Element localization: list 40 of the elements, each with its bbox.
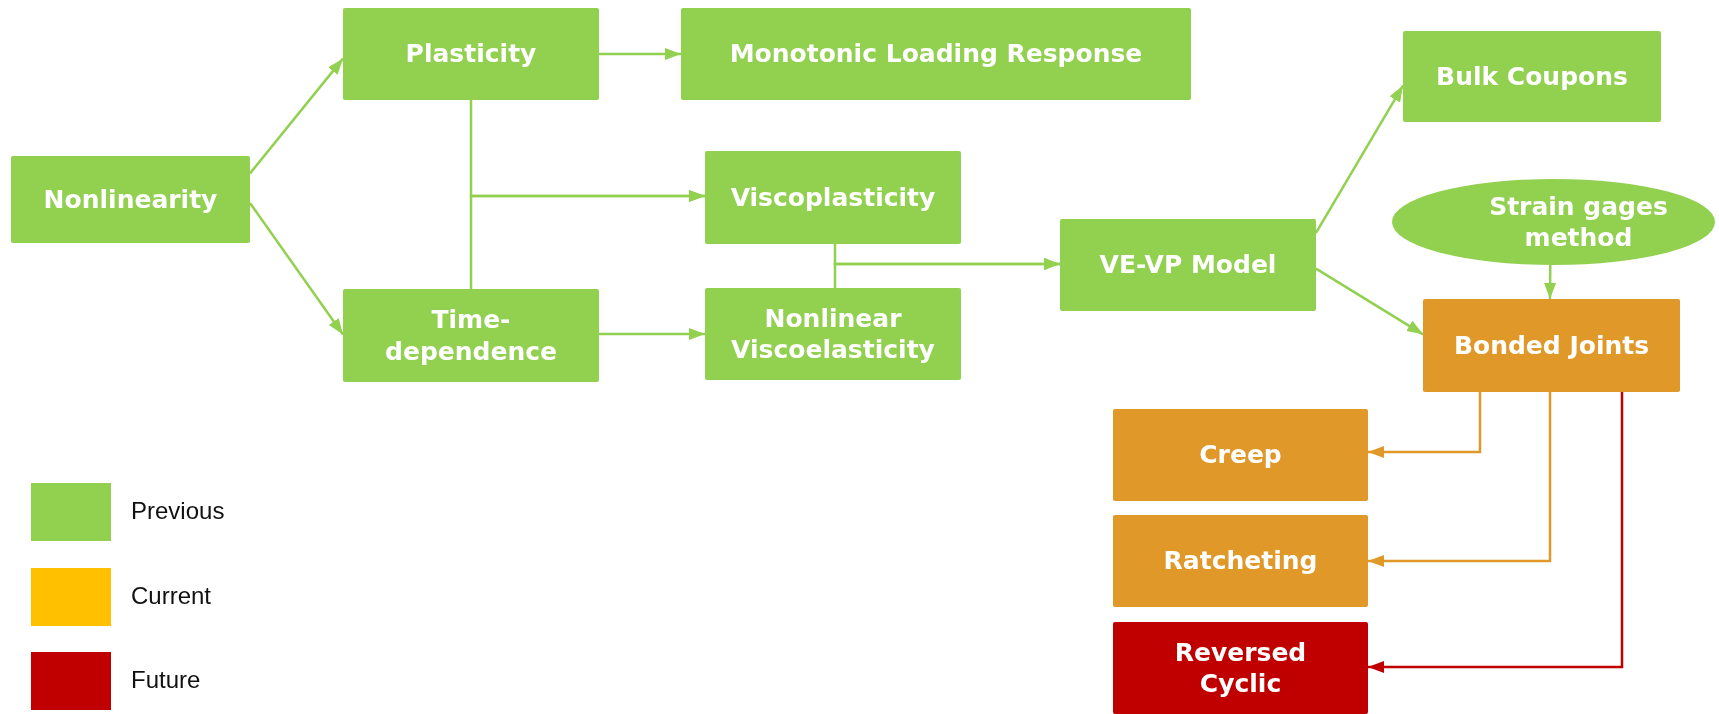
process-box [1113, 515, 1368, 607]
box-label: Plasticity [405, 38, 537, 70]
box-label: Bonded Joints [1453, 329, 1650, 362]
process-box [343, 289, 599, 382]
box-label: VE-VP Model [1099, 249, 1277, 281]
box-label: Time-dependence [384, 304, 558, 367]
process-box [1113, 622, 1368, 714]
process-box [1403, 31, 1661, 122]
process-box [11, 156, 250, 243]
box-label: Nonlinear Viscoelasticity [730, 302, 936, 366]
process-box [681, 8, 1191, 100]
box-label: Creep [1199, 439, 1282, 471]
process-box [1060, 219, 1316, 311]
legend-label: Previous [131, 497, 225, 525]
box-label: Viscoplasticity [730, 181, 936, 214]
arrow [1315, 267, 1424, 336]
process-box [705, 151, 961, 244]
legend-label: Future [131, 666, 201, 694]
arrow [1368, 392, 1624, 673]
arrow [1314, 84, 1405, 234]
box-label: Bulk Coupons [1436, 60, 1628, 93]
box-label: Monotonic Loading Response [729, 38, 1143, 70]
arrow [599, 328, 705, 340]
process-box [1113, 409, 1368, 501]
box-label: Nonlinearity [43, 183, 218, 216]
arrow [599, 48, 681, 60]
arrow [1368, 392, 1482, 458]
process-box [1423, 299, 1680, 392]
box-label: Reversed Cyclic [1173, 636, 1308, 700]
arrow [249, 57, 344, 175]
box-label: Strain gages method [1488, 190, 1669, 254]
arrow [248, 202, 345, 336]
arrow [469, 190, 705, 289]
box-label: Ratcheting [1163, 545, 1318, 577]
arrow [833, 258, 1060, 288]
process-box [343, 8, 599, 100]
arrow [1368, 392, 1552, 567]
legend-label: Current [131, 581, 212, 610]
arrow [1544, 265, 1557, 299]
process-box [705, 288, 961, 380]
